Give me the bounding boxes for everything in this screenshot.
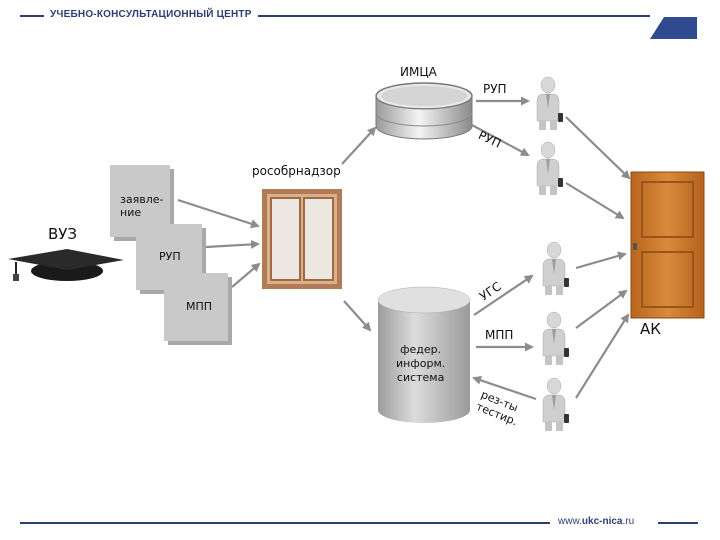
document-label-rup: РУП bbox=[159, 250, 181, 263]
footer-url-brand: ukc-nica bbox=[581, 516, 623, 527]
footer-url-suffix: .ru bbox=[622, 516, 635, 527]
footer-url[interactable]: www.ukc-nica.ru bbox=[558, 516, 634, 527]
arrow-expert-5-to-database bbox=[472, 375, 537, 401]
document-label-application: заявле- ние bbox=[120, 193, 164, 219]
arrow-rosobrnadzor-to-imca bbox=[341, 126, 377, 165]
person-icon bbox=[536, 141, 564, 196]
arrow-application-to-rosobrnadzor bbox=[177, 198, 260, 229]
sieve-icon bbox=[375, 82, 473, 140]
database-cylinder-icon bbox=[377, 286, 471, 423]
arrow-mpp-to-rosobrnadzor bbox=[231, 262, 261, 288]
arrow-database-to-expert-3 bbox=[473, 274, 534, 316]
person-icon bbox=[542, 311, 570, 366]
document-card-mpp: МПП bbox=[164, 273, 228, 341]
arrow-expert-2-to-ak bbox=[565, 182, 625, 220]
person-icon bbox=[536, 76, 564, 131]
ak-label: АК bbox=[640, 320, 661, 338]
document-label-mpp: МПП bbox=[186, 300, 213, 313]
rosobrnadzor-label: рособрнадзор bbox=[252, 164, 341, 178]
edge-label-rup-1: РУП bbox=[483, 82, 507, 96]
door-icon bbox=[630, 171, 705, 319]
imca-label: ИМЦА bbox=[400, 65, 437, 79]
arrow-expert-5-to-ak bbox=[575, 313, 630, 399]
edge-label-mpp: МПП bbox=[485, 328, 514, 342]
database-label: федер. информ. система bbox=[396, 343, 446, 384]
graduation-cap-icon bbox=[8, 249, 124, 281]
arrow-expert-3-to-ak bbox=[575, 251, 627, 270]
footer-rule-left bbox=[20, 522, 550, 524]
arrow-rosobrnadzor-to-database bbox=[343, 300, 372, 332]
arrow-imca-to-expert-2 bbox=[469, 123, 530, 156]
footer-rule-right bbox=[658, 522, 698, 524]
header-rule-right bbox=[258, 15, 650, 17]
person-icon bbox=[542, 241, 570, 296]
header-title: УЧЕБНО-КОНСУЛЬТАЦИОННЫЙ ЦЕНТР bbox=[50, 9, 252, 20]
person-icon bbox=[542, 377, 570, 432]
brand-corner-notch bbox=[650, 17, 664, 39]
header-rule-left bbox=[20, 15, 44, 17]
arrow-expert-4-to-ak bbox=[575, 289, 628, 329]
vuz-label: ВУЗ bbox=[48, 225, 78, 243]
arrow-expert-1-to-ak bbox=[565, 116, 631, 180]
arrow-rup-to-rosobrnadzor bbox=[205, 239, 260, 249]
window-icon bbox=[262, 189, 342, 289]
footer-url-prefix: www. bbox=[558, 516, 582, 527]
